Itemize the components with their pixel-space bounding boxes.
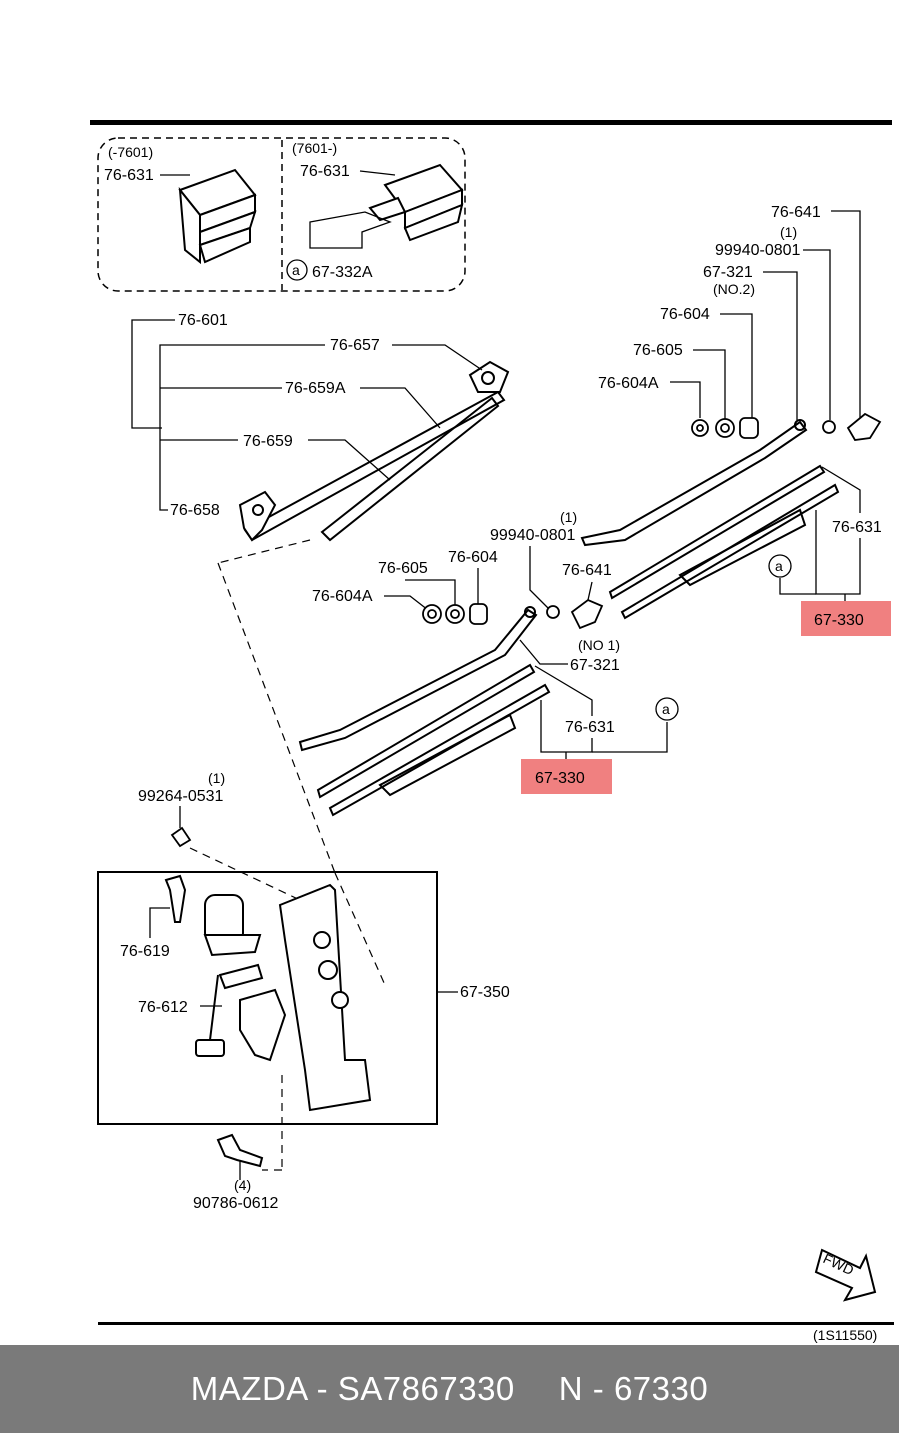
label-76-641-mid: 76-641 [562,562,612,579]
label-67-321-no1: 67-321 [570,657,620,674]
inset-circled-part-label: 67-332A [312,264,373,281]
top-rule [90,120,892,125]
label-76-659: 76-659 [243,433,293,450]
circle-mark-right-letter: a [775,558,783,574]
label-99264-0531: 99264-0531 [138,788,224,805]
label-76-641-top: 76-641 [771,204,821,221]
circle-mark-inset [286,259,308,281]
label-76-604-a: 76-604 [660,306,710,323]
label-76-659A: 76-659A [285,380,346,397]
wiper-arm-no2 [580,419,808,547]
wiper-arm-no1 [298,606,538,752]
label-76-605-b: 76-605 [378,560,428,577]
circle-mark-mid [655,697,679,721]
circle-mark-inset-letter: a [292,262,300,278]
highlight-67-330-right [801,601,891,636]
parts-diagram: (-7601) 76-631 (7601-) 76-631 a 67-332A [90,120,894,1343]
inset-right-part-label: 76-631 [300,163,350,180]
n-part-number: N - 67330 [558,1370,709,1407]
label-99940-0801-b: 99940-0801 [490,527,576,544]
circle-mark-mid-letter: a [662,701,670,717]
label-67-321-no2: 67-321 [703,264,753,281]
label-76-619: 76-619 [120,943,170,960]
label-76-657: 76-657 [330,337,380,354]
nut-washer-set-upper [691,412,882,441]
label-67-350: 67-350 [460,984,510,1001]
qty-1-c: (1) [208,770,225,786]
linkage-drawing [238,360,510,542]
dashed-connectors [189,539,386,1171]
label-90786-0612: 90786-0612 [193,1195,279,1212]
label-76-658: 76-658 [170,502,220,519]
label-76-605-a: 76-605 [633,342,683,359]
blade-rubber-drawing-right [368,163,464,242]
bolt-drawing [216,1133,264,1168]
circle-mark-right [768,554,792,578]
label-76-601: 76-601 [178,312,228,329]
label-76-612: 76-612 [138,999,188,1016]
nut-washer-set-middle [422,598,604,630]
label-76-604A-a: 76-604A [598,375,659,392]
qty-4: (4) [234,1177,251,1193]
label-76-631-right: 76-631 [832,519,882,536]
diagram-code: (1S11550) [813,1327,877,1343]
qty-1-b: (1) [560,509,577,525]
wiper-blade-lower [316,663,551,817]
part-number-footer: MAZDA - SA7867330 N - 67330 [0,1345,899,1433]
label-76-604-b: 76-604 [448,549,498,566]
inset-right-range: (7601-) [292,140,337,156]
label-99940-0801-a: 99940-0801 [715,242,801,259]
highlight-67-330-mid [521,759,612,794]
label-no2: (NO.2) [713,281,755,297]
label-67-330-mid: 67-330 [535,770,585,787]
wiper-blade-upper [608,464,840,620]
motor-drawing [164,874,372,1112]
qty-1-a: (1) [780,224,797,240]
label-76-631-mid: 76-631 [565,719,615,736]
label-76-604A-b: 76-604A [312,588,373,605]
clip-drawing [170,826,192,848]
blade-rubber-drawing-left [178,168,257,265]
blade-inset [97,137,466,292]
label-67-330-right: 67-330 [814,612,864,629]
motor-assembly-box [97,871,438,1125]
brand-part-number: MAZDA - SA7867330 [190,1370,515,1407]
fwd-arrow-icon [814,1248,877,1302]
bottom-rule [98,1322,894,1325]
label-no1: (NO 1) [578,637,620,653]
inset-left-part-label: 76-631 [104,167,154,184]
inset-left-range: (-7601) [108,144,153,160]
